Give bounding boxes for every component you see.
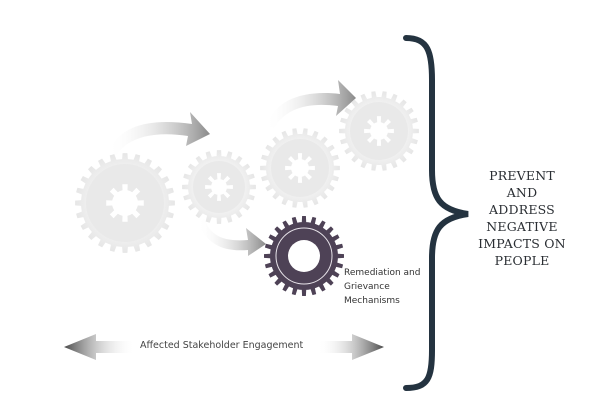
label-line: Mechanisms: [344, 296, 400, 306]
curved-arrow-3: [198, 218, 266, 256]
statement-line: IMPACTS ON: [478, 236, 566, 251]
gear-4: [339, 91, 419, 171]
gear-hole: [285, 153, 315, 183]
statement-line: PREVENT: [489, 168, 555, 183]
right-arrow: [318, 334, 384, 360]
gear-hole: [364, 116, 394, 146]
engagement-label: Affected Stakeholder Engagement: [140, 340, 304, 351]
gear-remediation: [264, 216, 344, 296]
curved-arrow-2: [266, 80, 356, 128]
label-line: Grievance: [344, 282, 390, 292]
statement-line: ADDRESS: [489, 202, 555, 217]
curved-arrow-1: [108, 112, 210, 156]
statement-line: NEGATIVE: [486, 219, 558, 234]
engagement-double-arrow: [64, 334, 384, 360]
statement-line: AND: [506, 185, 538, 200]
left-arrow: [64, 334, 135, 360]
gear-2: [182, 150, 256, 224]
main-statement: PREVENT AND ADDRESS NEGATIVE IMPACTS ON …: [462, 167, 582, 269]
statement-line: PEOPLE: [494, 253, 550, 268]
gear-hole: [288, 240, 320, 272]
gear-1: [75, 153, 175, 253]
curly-brace: [403, 35, 469, 391]
gear-3: [260, 128, 340, 208]
gear-hole: [106, 184, 144, 222]
label-line: Remediation and: [344, 268, 421, 278]
gear-hole: [205, 173, 233, 201]
remediation-label: Remediation and Grievance Mechanisms: [344, 266, 420, 308]
gear-ring: [275, 227, 333, 285]
